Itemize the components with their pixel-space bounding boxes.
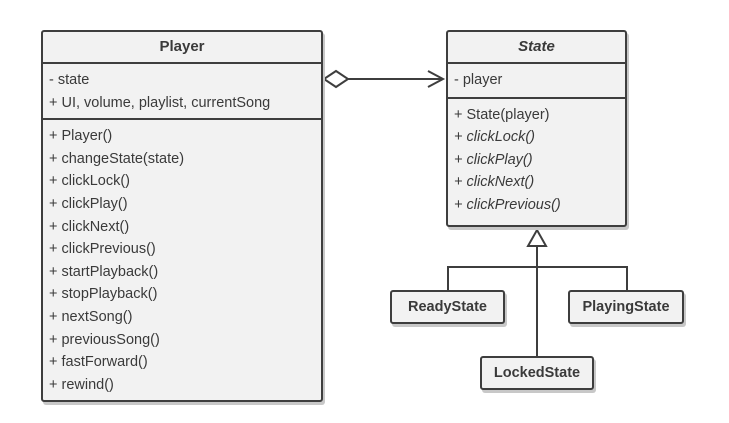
aggregation-diamond (322, 69, 350, 89)
state-abstract-method: + clickNext() (454, 174, 535, 191)
player-method: + nextSong() (49, 308, 133, 325)
state-field: - player (454, 72, 503, 88)
state-abstract-method: + clickPlay() (454, 151, 533, 168)
state-fields: - player (448, 64, 625, 97)
player-method: + Player() (49, 128, 113, 145)
state-methods: + State(player) + clickLock() + clickPla… (448, 96, 625, 221)
inheritance-triangle (526, 227, 548, 247)
player-class-name: Player (43, 32, 321, 64)
player-field: - state (49, 72, 90, 88)
player-method: + stopPlayback() (49, 286, 158, 303)
player-method: + clickLock() (49, 173, 130, 190)
player-class: Player - state + UI, volume, playlist, c… (41, 30, 323, 402)
player-method: + previousSong() (49, 331, 160, 348)
ready-state-class: ReadyState (390, 290, 505, 324)
association-arrowhead (427, 70, 446, 88)
state-abstract-method: + clickPrevious() (454, 196, 561, 213)
player-method: + startPlayback() (49, 263, 159, 280)
state-class: State - player + State(player) + clickLo… (446, 30, 627, 227)
locked-state-class: LockedState (480, 356, 594, 390)
player-method: + rewind() (49, 376, 114, 393)
playing-state-class: PlayingState (568, 290, 684, 324)
state-abstract-method: + clickLock() (454, 129, 535, 146)
player-field: + UI, volume, playlist, currentSong (49, 94, 271, 111)
player-method: + fastForward() (49, 354, 148, 371)
player-method: + clickPlay() (49, 195, 128, 212)
player-method: + changeState(state) (49, 150, 185, 167)
state-constructor: + State(player) (454, 106, 550, 123)
player-fields: - state + UI, volume, playlist, currentS… (43, 64, 321, 118)
inheritance-branch (447, 266, 628, 290)
player-methods: + Player() + changeState(state) + clickL… (43, 118, 321, 400)
player-method: + clickPrevious() (49, 241, 156, 258)
player-method: + clickNext() (49, 218, 130, 235)
state-class-name: State (448, 32, 625, 64)
